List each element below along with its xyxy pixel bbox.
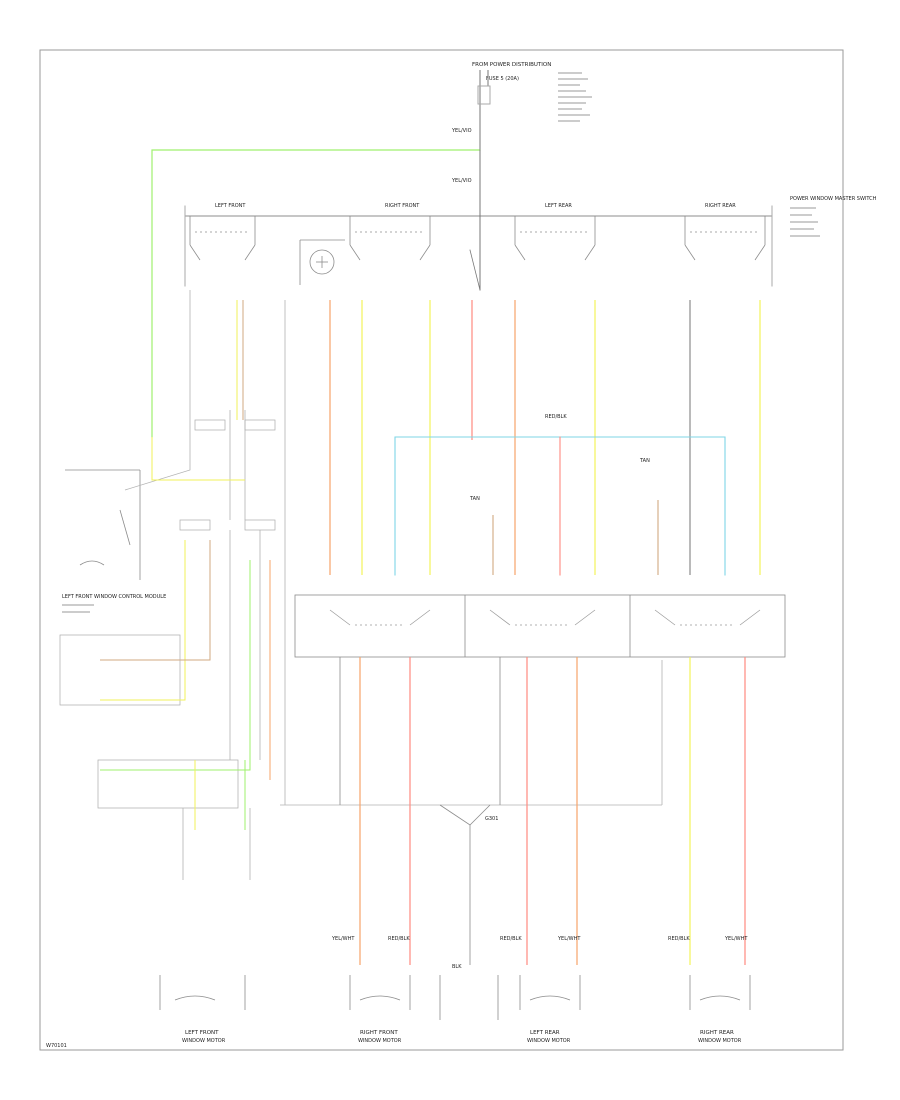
window-switch-strip [294, 594, 786, 658]
bottom-sub-rf: WINDOW MOTOR [358, 1038, 402, 1044]
ground-label: G301 [485, 816, 498, 822]
door-module-note-lines [62, 604, 94, 613]
feed-wire-label: YEL/VIO [451, 128, 472, 134]
fuse-note: FUSE 5 (20A) [486, 76, 519, 82]
master-label-lr: LEFT REAR [545, 203, 572, 209]
gray-wires-lf [124, 290, 663, 880]
door-module-note: LEFT FRONT WINDOW CONTROL MODULE [62, 594, 166, 600]
source-label: FROM POWER DISTRIBUTION [472, 62, 551, 68]
wire-label-rr-2: YEL/WHT [724, 936, 748, 942]
wire-label-lr-2: YEL/WHT [557, 936, 581, 942]
motor-lr [519, 975, 581, 1010]
wire-label-rf-2: RED/BLK [388, 936, 410, 942]
bottom-label-lr: LEFT REAR [530, 1030, 560, 1036]
tan-label-1: TAN [469, 496, 480, 502]
wire-label-rf-1: YEL/WHT [331, 936, 355, 942]
master-switch-title: POWER WINDOW MASTER SWITCH [790, 196, 877, 202]
master-note-lines [790, 207, 820, 237]
lf-color-wires [100, 300, 271, 830]
module-output-wires [359, 657, 746, 965]
wire-label-lr-1: RED/BLK [500, 936, 522, 942]
master-label-lf: LEFT FRONT [215, 203, 246, 209]
footer-code: W70101 [46, 1043, 67, 1049]
ground-point-symbol [439, 975, 499, 1020]
bottom-sub-lr: WINDOW MOTOR [527, 1038, 571, 1044]
tan-label-2: TAN [639, 458, 650, 464]
motor-rf [349, 975, 411, 1010]
lf-connectors [59, 419, 276, 809]
ground-wires [339, 657, 501, 965]
bottom-label-rf: RIGHT FRONT [360, 1030, 398, 1036]
bottom-label-lf: LEFT FRONT [185, 1030, 219, 1036]
master-label-rr: RIGHT REAR [705, 203, 736, 209]
bottom-sub-rr: WINDOW MOTOR [698, 1038, 742, 1044]
bottom-label-rr: RIGHT REAR [700, 1030, 734, 1036]
lockout-label: RED/BLK [545, 414, 567, 420]
diagram-frame [39, 49, 844, 1051]
fuse-note-lines [558, 72, 592, 122]
relay-coil [469, 249, 481, 291]
tan-wires [492, 500, 659, 575]
wire-label-rr-1: RED/BLK [668, 936, 690, 942]
window-lockout-switch [299, 239, 345, 285]
motor-rr [689, 975, 751, 1010]
feed-wire-label-2: YEL/VIO [451, 178, 472, 184]
green-feed-wire [151, 149, 481, 438]
left-front-door-module [65, 469, 141, 580]
bottom-sub-lf: WINDOW MOTOR [182, 1038, 226, 1044]
wire-label-gnd: BLK [452, 964, 462, 970]
motor-lf [159, 975, 246, 1010]
master-switch-contacts [189, 216, 766, 261]
master-label-rf: RIGHT FRONT [385, 203, 420, 209]
fuse-symbol [477, 70, 491, 150]
module-switch-contacts [329, 609, 761, 626]
